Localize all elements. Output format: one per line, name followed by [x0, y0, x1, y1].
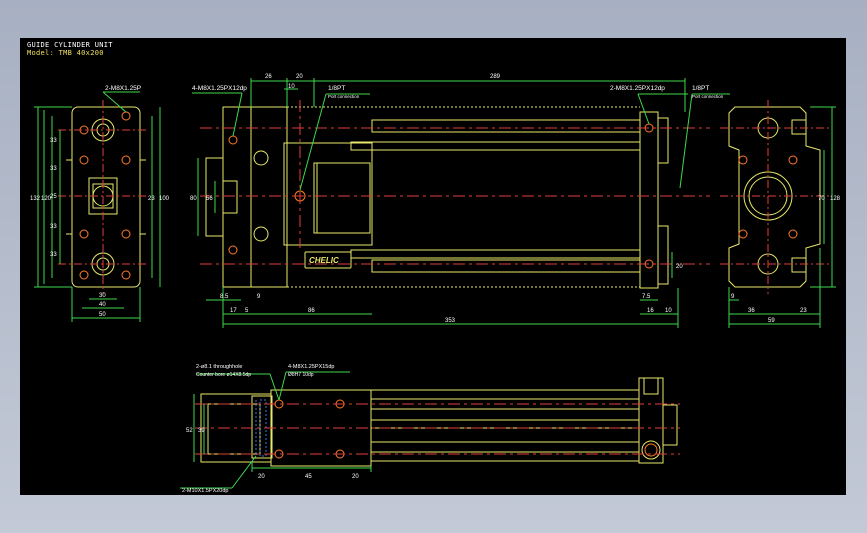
left-dim-h-outer: 132 — [30, 196, 41, 202]
left-dim-bottom-a: 30 — [99, 293, 106, 299]
front-callout-right-tap: 2-M8X1.25PX12dp — [610, 85, 665, 92]
front-callout-port-note: Port connection — [328, 94, 360, 99]
left-dim-h-c: 25 — [50, 194, 57, 200]
left-dim-h-mid: 120 — [41, 196, 52, 202]
front-dim-bottom-g: 16 — [647, 308, 654, 314]
right-dim-bottom-b: 36 — [748, 308, 755, 314]
front-dim-top-d: 289 — [490, 74, 501, 80]
bottom-dim-bottom-b: 45 — [305, 474, 312, 480]
right-dim-bottom-a: 9 — [731, 294, 735, 300]
bottom-callout-counterbore: Counter bore ø14X8.5dp — [196, 372, 251, 378]
drawing-title: GUIDE CYLINDER UNIT — [27, 41, 113, 49]
left-dim-right-b: 100 — [159, 196, 170, 202]
bottom-callout-tap: 4-M8X1.25PX15dp — [288, 364, 334, 370]
bottom-dim-bottom-a: 20 — [258, 474, 265, 480]
left-dim-h-e: 33 — [50, 252, 57, 258]
front-callout-left-tap: 4-M8X1.25PX12dp — [192, 85, 247, 92]
left-dim-bottom-c: 50 — [99, 312, 106, 318]
nameplate-logo: CHELIC — [309, 256, 339, 265]
front-dim-bottom-e: 86 — [308, 308, 315, 314]
bottom-dim-left-b: 39 — [198, 428, 205, 434]
bottom-dim-left-a: 52 — [186, 428, 193, 434]
drawing-svg: 2-M8X1.25P 132 120 33 33 25 33 33 23 100… — [30, 74, 841, 494]
front-dim-left-a: 80 — [190, 196, 197, 202]
left-dim-h-b: 33 — [50, 166, 57, 172]
front-callout-port-right-note: Port connection — [692, 94, 724, 99]
front-dim-left-b: 56 — [206, 196, 213, 202]
drawing-model: Model: TMB 40x200 — [27, 49, 104, 57]
bottom-callout-throughhole: 2-ø8.1 throughhole — [196, 364, 242, 370]
right-dim-right-a: 70 — [818, 196, 825, 202]
left-dim-h-d: 33 — [50, 224, 57, 230]
front-dim-right-a: 20 — [676, 264, 683, 270]
right-dim-right-b: 128 — [830, 196, 841, 202]
bottom-dim-bottom-c: 20 — [352, 474, 359, 480]
front-dim-bottom-d: 5 — [245, 308, 249, 314]
front-dim-bottom-b: 9 — [257, 294, 261, 300]
left-dim-right-a: 23 — [148, 196, 155, 202]
left-callout-m8: 2-M8X1.25P — [105, 85, 141, 92]
right-dim-bottom-c: 23 — [800, 308, 807, 314]
front-dim-bottom-total: 353 — [445, 318, 456, 324]
front-callout-port: 1/8PT — [328, 85, 345, 92]
right-dim-bottom-d: 59 — [768, 318, 775, 324]
front-dim-bottom-f: 7.5 — [642, 294, 651, 300]
front-dim-top-c: 10 — [288, 84, 295, 90]
left-dim-bottom-b: 40 — [99, 302, 106, 308]
front-callout-port-right: 1/8PT — [692, 85, 709, 92]
front-dim-top-b: 20 — [296, 74, 303, 80]
front-dim-bottom-a: 8.5 — [220, 294, 229, 300]
left-end-view — [34, 91, 161, 322]
front-dim-bottom-c: 17 — [230, 308, 237, 314]
cad-drawing-canvas[interactable]: GUIDE CYLINDER UNIT Model: TMB 40x200 — [20, 38, 846, 495]
front-dim-bottom-h: 10 — [665, 308, 672, 314]
bottom-callout-dowel: Ø8H7 10dp — [288, 372, 314, 378]
bottom-callout-m10: 2-M10X1.5PX20dp — [182, 488, 228, 494]
front-dim-top-a: 26 — [265, 74, 272, 80]
front-view — [192, 78, 730, 328]
bottom-view — [180, 371, 680, 489]
left-dim-h-a: 33 — [50, 138, 57, 144]
right-end-view — [720, 100, 836, 328]
